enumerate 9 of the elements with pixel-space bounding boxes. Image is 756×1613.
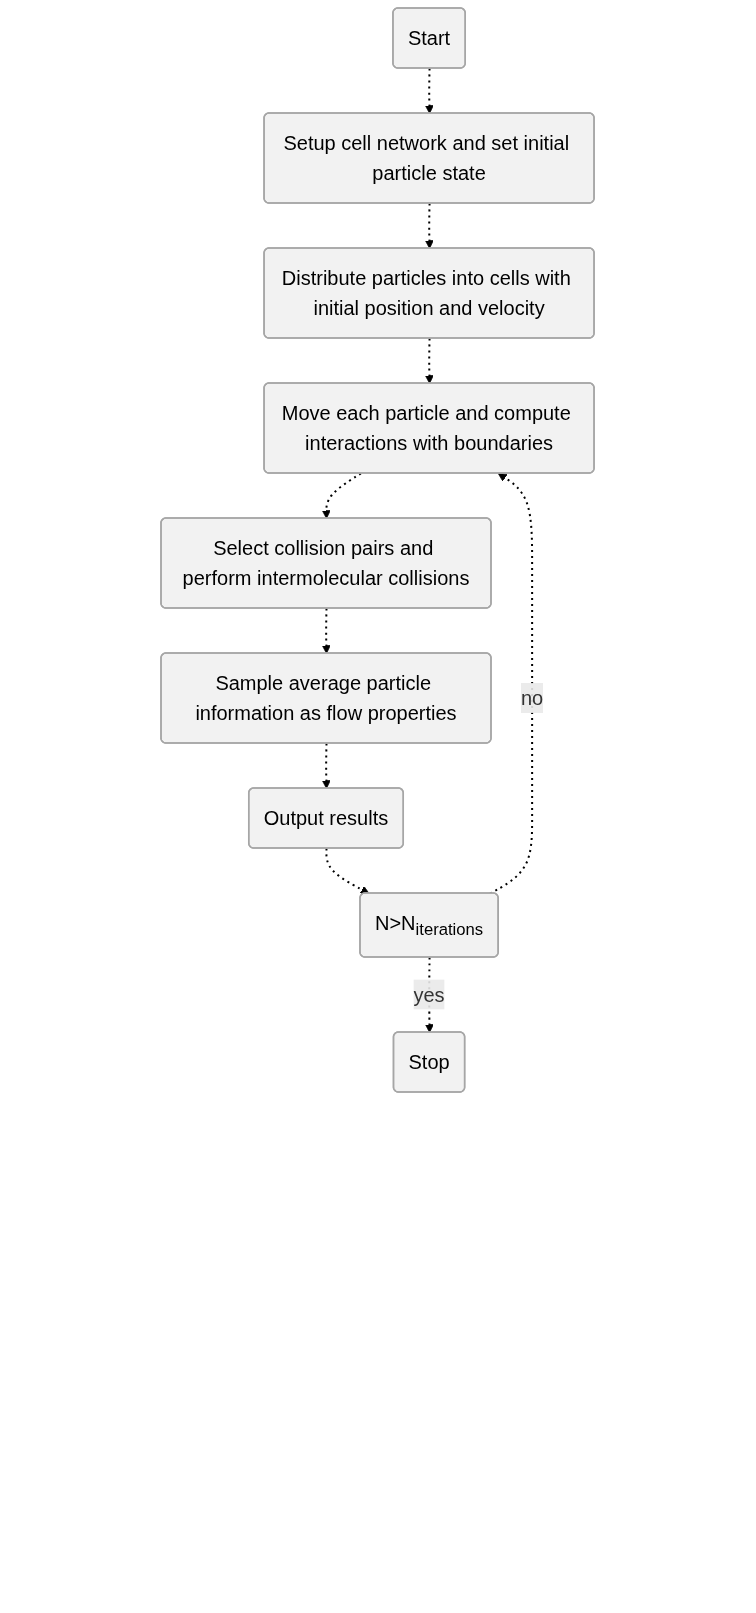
arrow — [322, 472, 363, 519]
arrow — [425, 202, 435, 249]
arrow — [325, 847, 370, 894]
edge-label: yes — [413, 983, 446, 1006]
arrow — [425, 67, 435, 114]
arrow — [322, 607, 332, 654]
edge-label: no — [521, 687, 544, 709]
arrow — [425, 337, 435, 384]
arrow — [322, 742, 332, 789]
